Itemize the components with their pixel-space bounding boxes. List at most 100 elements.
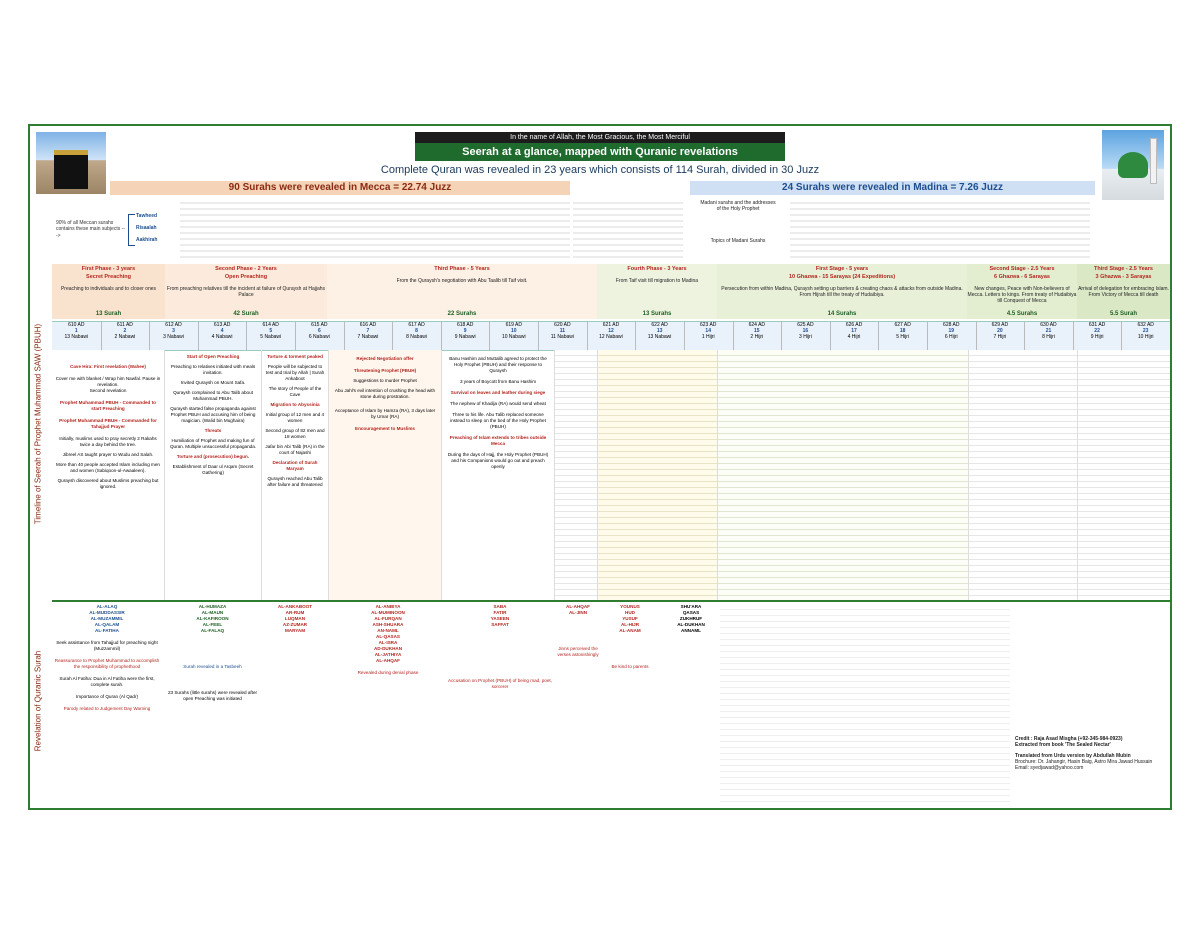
- mecca-topics-text: [573, 198, 683, 262]
- events-col-9: [969, 350, 1078, 600]
- madani-surah-area: [720, 604, 1010, 804]
- events-col-8: [718, 350, 969, 600]
- surah-name: AD-DUKHAN: [373, 646, 403, 651]
- surah-name: QASAS: [682, 610, 700, 615]
- surah-name: AR-RUM: [285, 610, 305, 615]
- events-col-3: Torture & torment peaked People will be …: [262, 350, 329, 600]
- surah-name: AN-NAML: [377, 628, 399, 633]
- poster-subtitle: Complete Quran was revealed in 23 years …: [380, 164, 820, 176]
- events-area: Cave Hira: First revelation (Wahee) Cove…: [52, 350, 1170, 602]
- surah-name: FATIR: [493, 610, 507, 615]
- surah-name: AL-JATHIYA: [374, 652, 402, 657]
- surah-name: SABA: [493, 604, 507, 609]
- events-col-7: [598, 350, 718, 600]
- surah-name: AL-FURQAN: [374, 616, 402, 621]
- surah-name: AL-HUMAZA: [198, 604, 227, 609]
- mecca-intro-text: [180, 198, 570, 262]
- surah-name: AL-QALAM: [94, 622, 120, 627]
- masjid-nabawi-image: [1102, 130, 1164, 200]
- madani-topics: Topics of Madani Surahs: [710, 238, 766, 244]
- revelation-side-label: Revelation of Quranic Surah: [33, 650, 43, 752]
- surah-name: SAFFAT: [491, 622, 509, 627]
- surah-name: YASEEN: [490, 616, 510, 621]
- surah-name: AL-JINN: [568, 610, 588, 615]
- bismillah-bar: In the name of Allah, the Most Gracious,…: [415, 132, 785, 143]
- events-col-4: Rejected Negotiation offer Threatening P…: [329, 350, 442, 600]
- surah-name: AL-MUMINOON: [371, 610, 405, 615]
- surah-name: AL-MUZAMMIL: [90, 616, 124, 621]
- surah-name: LUQMAN: [284, 616, 306, 621]
- madina-heading: 24 Surahs were revealed in Madina = 7.26…: [690, 181, 1095, 195]
- surah-name: AL-AHQAF: [566, 604, 590, 609]
- surah-name: AL-MAUN: [201, 610, 224, 615]
- mecca-note: 90% of all Meccan surahs contains these …: [56, 220, 125, 239]
- surah-name: AL-FALAQ: [200, 628, 225, 633]
- surah-name: MARYAM: [284, 628, 306, 633]
- surah-name: SHU'ARA: [680, 604, 702, 609]
- surah-name: AL-MUDDASSIR: [89, 610, 125, 615]
- surah-name: AL-ANKABOOT: [277, 604, 313, 609]
- credits: Credit : Raja Asad Misgha (+92-345-984-0…: [1015, 736, 1153, 772]
- subject-tawheed: Tawheed: [136, 213, 158, 219]
- surah-name: AL-FEEL: [202, 622, 223, 627]
- kaaba-image: [36, 132, 106, 194]
- surah-name: AL-ISRA: [378, 640, 398, 645]
- surah-name: AL-HIJR: [620, 622, 640, 627]
- surah-name: ASH-SHUARA: [372, 622, 404, 627]
- surah-name: AZ-ZUMAR: [282, 622, 308, 627]
- surah-name: YUSUF: [622, 616, 638, 621]
- subject-aakhirah: Aakhirah: [136, 237, 158, 243]
- surah-name: AL-ALAQ: [96, 604, 118, 609]
- events-col-10: [1078, 350, 1170, 600]
- surah-name: YOUNUS: [620, 604, 640, 609]
- surah-name: AL-ANAM: [619, 628, 641, 633]
- subject-risaalah: Risaalah: [136, 225, 157, 231]
- events-col-5: Banu Hashim and Muttalib agreed to prote…: [442, 350, 555, 600]
- events-col-2: Start of Open Preaching Preaching to rel…: [165, 350, 262, 600]
- seerah-poster: In the name of Allah, the Most Gracious,…: [28, 124, 1172, 810]
- events-col-1: Cave Hira: First revelation (Wahee) Cove…: [52, 350, 165, 600]
- surah-name: AL-KAFIROON: [196, 616, 229, 621]
- surah-name: AL-FATIHA: [95, 628, 119, 633]
- bracket: [128, 214, 135, 246]
- madani-intro-text: [790, 198, 1090, 262]
- surah-name: ZUKHRUF: [679, 616, 703, 621]
- surah-name: AL-QASAS: [376, 634, 400, 639]
